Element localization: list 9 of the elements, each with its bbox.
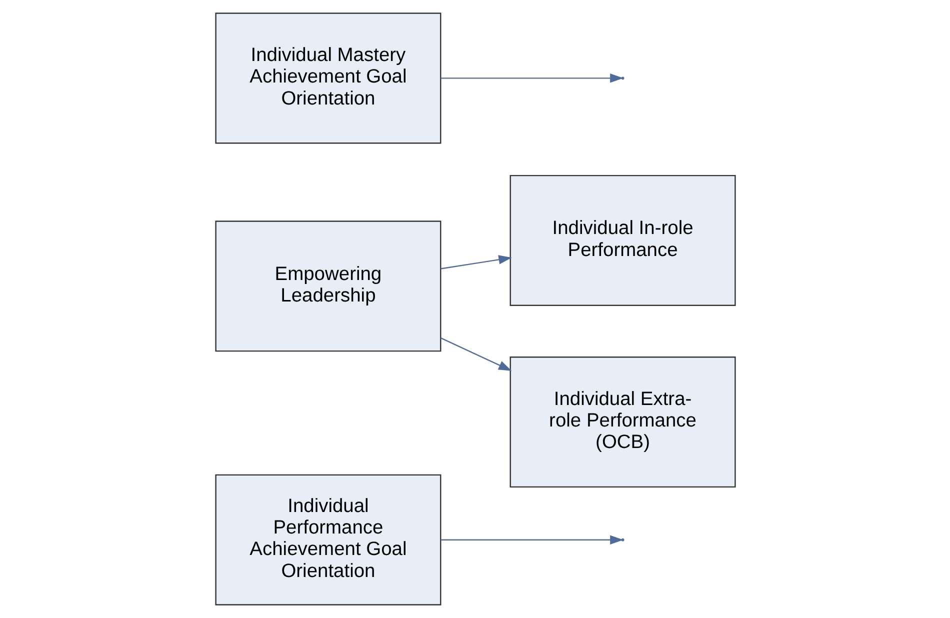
node-box: Individual Performance Achievement Goal Orientation (214, 474, 441, 606)
node-box: Individual Extra-role Performance (OCB) (509, 356, 736, 488)
node-box: Individual Mastery Achievement Goal Orientation (214, 12, 441, 144)
arrow (440, 255, 512, 270)
node-box: Empowering Leadership (214, 220, 441, 352)
arrow (440, 74, 623, 83)
arrow (440, 337, 512, 371)
arrow (440, 535, 623, 544)
node-box: Individual In-role Performance (509, 174, 736, 306)
